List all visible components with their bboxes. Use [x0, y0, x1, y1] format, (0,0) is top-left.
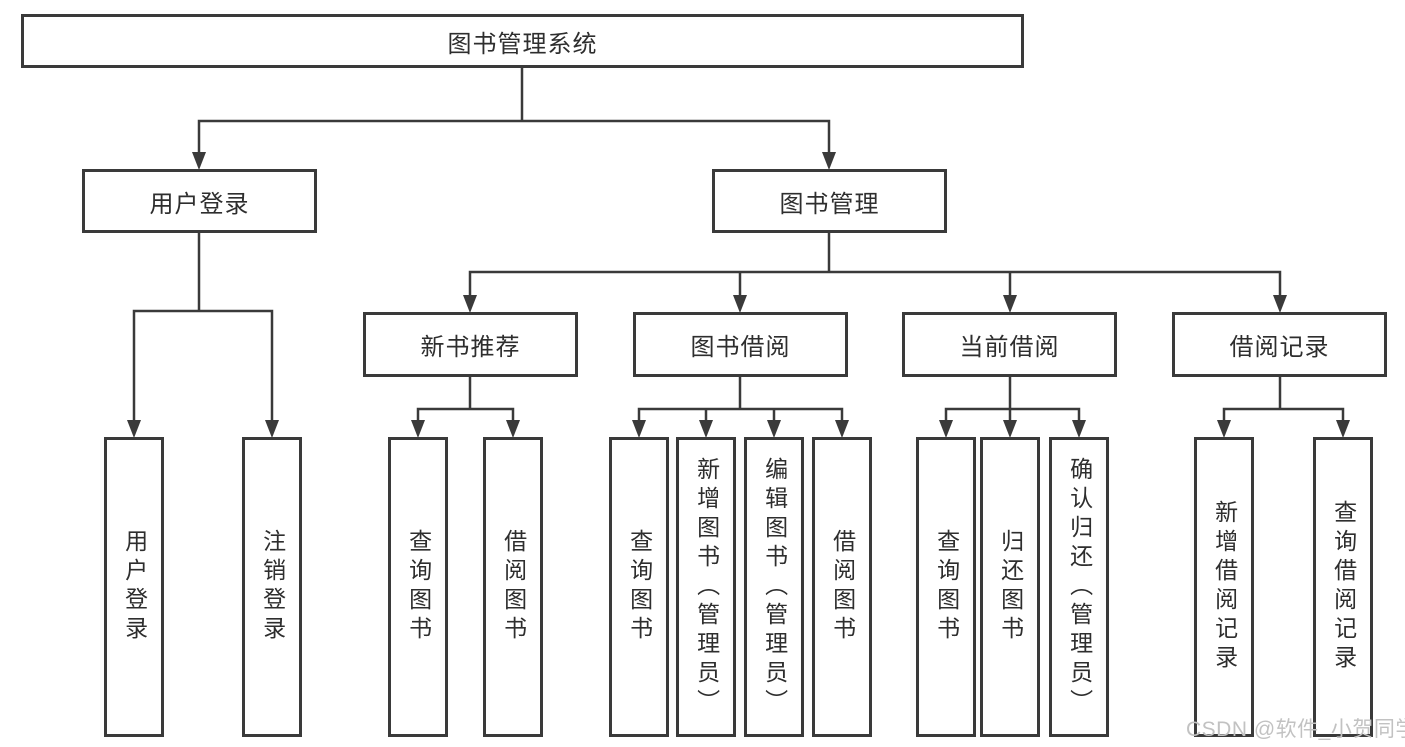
connector-current-borrow-to-leaves [939, 375, 1086, 438]
leaf-confirm-return-admin: 确认归还（管理员） [1049, 437, 1109, 737]
leaf-recommend-query-books-label: 查询图书 [405, 529, 432, 645]
leaf-recommend-borrow-books-label: 借阅图书 [500, 529, 527, 645]
leaf-recommend-borrow-books: 借阅图书 [483, 437, 543, 737]
node-book-borrow: 图书借阅 [633, 312, 848, 377]
node-new-book-recommend: 新书推荐 [363, 312, 578, 377]
connector-new-book-recommend-to-leaves [411, 375, 520, 438]
leaf-add-borrow-record-label: 新增借阅记录 [1211, 500, 1238, 674]
leaf-borrow-query-books: 查询图书 [609, 437, 669, 737]
leaf-query-borrow-record-label: 查询借阅记录 [1330, 500, 1357, 674]
leaf-recommend-query-books: 查询图书 [388, 437, 448, 737]
leaf-confirm-return-admin-label: 确认归还（管理员） [1066, 456, 1093, 718]
connector-borrow-records-to-leaves [1217, 375, 1350, 438]
connector-book-management-to-level3 [463, 231, 1287, 313]
node-current-borrow: 当前借阅 [902, 312, 1117, 377]
connector-user-login-to-leaves [127, 231, 279, 438]
connector-root-to-level2 [192, 66, 836, 170]
node-root-label: 图书管理系统 [447, 30, 598, 58]
leaf-borrow-books-label: 借阅图书 [829, 529, 856, 645]
node-book-management-label: 图书管理 [779, 190, 880, 218]
leaf-current-query-books-label: 查询图书 [933, 529, 960, 645]
node-book-management: 图书管理 [712, 169, 947, 233]
leaf-return-book: 归还图书 [980, 437, 1040, 737]
node-borrow-records: 借阅记录 [1172, 312, 1387, 377]
connector-book-borrow-to-leaves [632, 375, 849, 438]
leaf-user-login: 用户登录 [104, 437, 164, 737]
leaf-add-book-admin-label: 新增图书（管理员） [693, 456, 720, 718]
leaf-query-borrow-record: 查询借阅记录 [1313, 437, 1373, 737]
leaf-logout-label: 注销登录 [259, 529, 286, 645]
node-user-login: 用户登录 [82, 169, 317, 233]
node-root: 图书管理系统 [21, 14, 1024, 68]
node-new-book-recommend-label: 新书推荐 [420, 334, 521, 361]
node-current-borrow-label: 当前借阅 [959, 334, 1060, 361]
leaf-add-book-admin: 新增图书（管理员） [676, 437, 736, 737]
leaf-borrow-query-books-label: 查询图书 [626, 529, 653, 645]
leaf-user-login-label: 用户登录 [121, 529, 148, 645]
leaf-edit-book-admin: 编辑图书（管理员） [744, 437, 804, 737]
node-user-login-label: 用户登录 [149, 190, 250, 218]
leaf-logout: 注销登录 [242, 437, 302, 737]
node-book-borrow-label: 图书借阅 [690, 334, 791, 361]
csdn-watermark: CSDN @软件_小贺同学 [1186, 718, 1405, 741]
leaf-return-book-label: 归还图书 [997, 529, 1024, 645]
leaf-edit-book-admin-label: 编辑图书（管理员） [761, 456, 788, 718]
leaf-current-query-books: 查询图书 [916, 437, 976, 737]
node-borrow-records-label: 借阅记录 [1229, 334, 1330, 361]
leaf-add-borrow-record: 新增借阅记录 [1194, 437, 1254, 737]
leaf-borrow-books: 借阅图书 [812, 437, 872, 737]
